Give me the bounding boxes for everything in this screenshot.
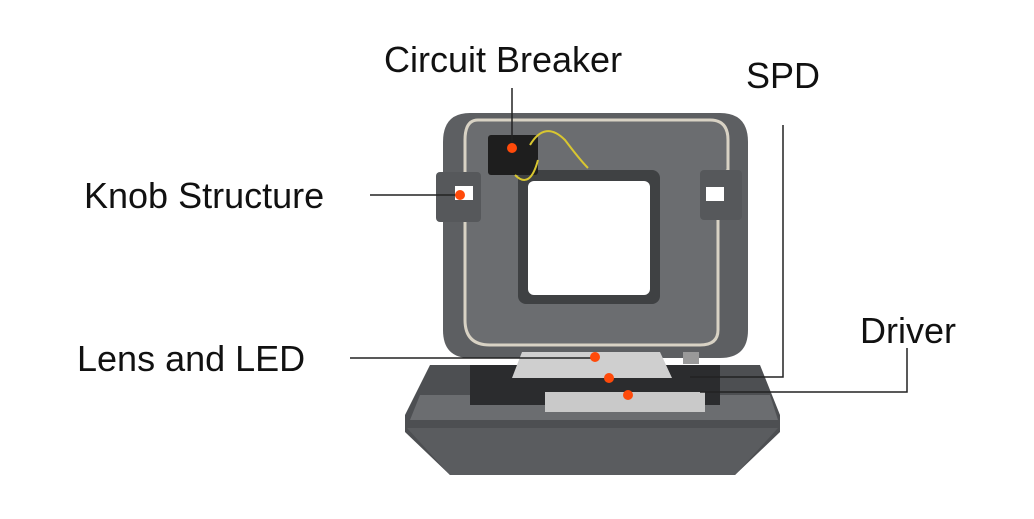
driver-box: [545, 392, 705, 412]
terminal-block: [488, 135, 538, 175]
lid-window: [528, 181, 650, 295]
label-spd: SPD: [746, 55, 821, 96]
open-lid: [436, 113, 748, 358]
label-driver: Driver: [860, 310, 956, 351]
leader-lines: [350, 88, 908, 393]
marker-driver: [623, 390, 633, 400]
label-knob-structure: Knob Structure: [84, 175, 325, 216]
lower-housing: [405, 352, 780, 475]
marker-lens: [590, 352, 600, 362]
markers: [455, 143, 633, 400]
label-lens-led: Lens and LED: [77, 338, 306, 379]
marker-led: [604, 373, 614, 383]
marker-knob: [455, 190, 465, 200]
marker-circuit-breaker: [507, 143, 517, 153]
label-circuit-breaker: Circuit Breaker: [384, 39, 623, 80]
